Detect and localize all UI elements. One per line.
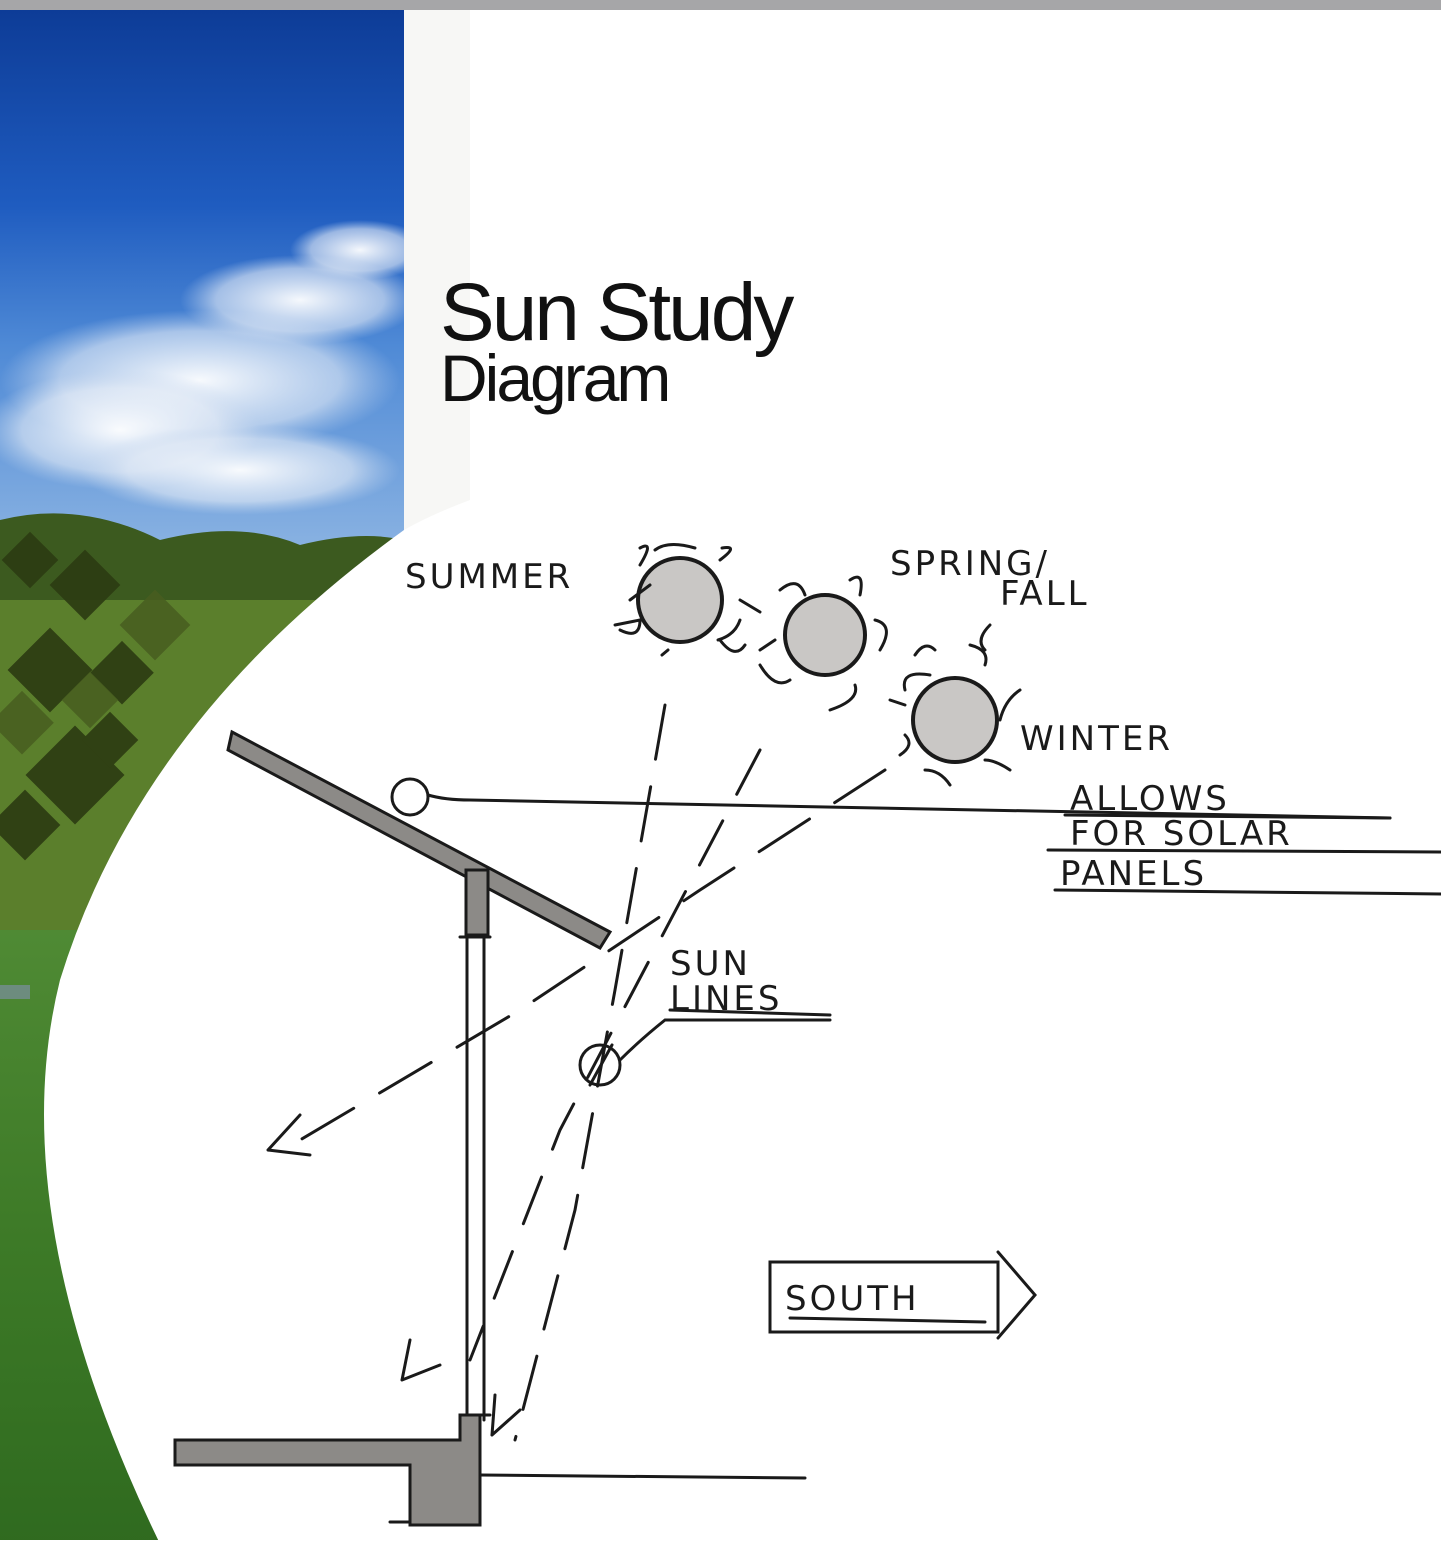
- arrow-icon: [266, 1113, 312, 1157]
- summer-sun-icon: [613, 543, 762, 657]
- title-line-1: Sun Study: [440, 267, 794, 358]
- arrow-icon: [490, 1393, 522, 1437]
- sun-lines-label-2: LINES: [670, 979, 782, 1019]
- allows-label-1: ALLOWS: [1070, 779, 1230, 819]
- spring-fall-sun-line: [468, 748, 762, 1362]
- allows-label-2: FOR SOLAR: [1070, 814, 1293, 854]
- winter-sun-line: [298, 768, 887, 1142]
- diagram-title: Sun Study Diagram: [440, 267, 794, 415]
- winter-sun-icon: [888, 623, 1022, 787]
- south-label: SOUTH: [785, 1279, 920, 1319]
- winter-label: WINTER: [1020, 719, 1173, 759]
- spring-fall-label-1: SPRING/: [890, 544, 1050, 584]
- spring-fall-sun-icon: [758, 575, 888, 712]
- top-bar: [0, 0, 1441, 10]
- spring-fall-label-2: FALL: [1000, 574, 1090, 614]
- sun-lines-label-1: SUN: [670, 944, 751, 984]
- summer-label: SUMMER: [405, 557, 573, 597]
- allows-label-3: PANELS: [1060, 854, 1207, 894]
- title-line-2: Diagram: [440, 341, 671, 415]
- summer-sun-line: [513, 703, 667, 1442]
- arrow-icon: [400, 1338, 442, 1382]
